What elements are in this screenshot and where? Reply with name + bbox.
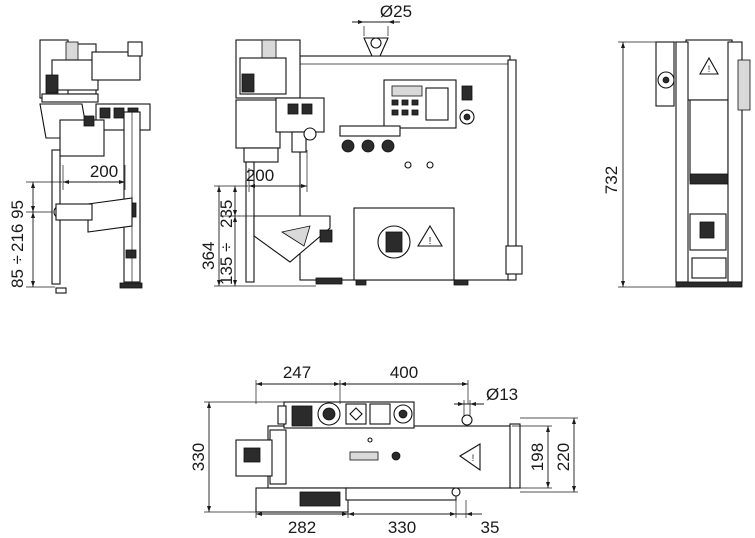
top-view-dim-247: 247: [283, 363, 311, 382]
side-view-dim-200: 200: [90, 162, 118, 181]
front-view-dim-range-upper: 235: [217, 200, 236, 228]
top-view-dim-35: 35: [481, 518, 500, 537]
side-view-dim-top: 216 95: [8, 200, 27, 252]
top-view-dim-220: 220: [554, 443, 573, 471]
front-view-dim-364: 364: [199, 242, 218, 270]
side-view-dim-bottom: 85 ÷: [8, 255, 27, 288]
top-view-dim-bottom-330: 330: [388, 518, 416, 537]
top-view-dim-282: 282: [288, 518, 316, 537]
svg-text:!: !: [429, 236, 432, 247]
top-view: ! 247 400 Ø13 330: [189, 363, 578, 537]
top-view-hole-diameter: Ø13: [486, 385, 518, 404]
front-view-hook-diameter: Ø25: [380, 2, 412, 21]
side-view: 200 216 95 85 ÷: [8, 39, 151, 294]
top-view-dim-left-330: 330: [189, 443, 208, 471]
front-view: Ø25 !: [199, 2, 523, 287]
top-view-dim-198: 198: [528, 443, 547, 471]
right-view-dim-732: 732: [602, 166, 621, 194]
right-view: ! 732: [602, 39, 751, 288]
front-view-dim-200: 200: [246, 166, 274, 185]
top-view-dim-400: 400: [390, 363, 418, 382]
front-view-dim-range-lower: 135 ÷: [217, 243, 236, 285]
svg-text:!: !: [708, 64, 711, 74]
svg-text:!: !: [472, 453, 475, 463]
